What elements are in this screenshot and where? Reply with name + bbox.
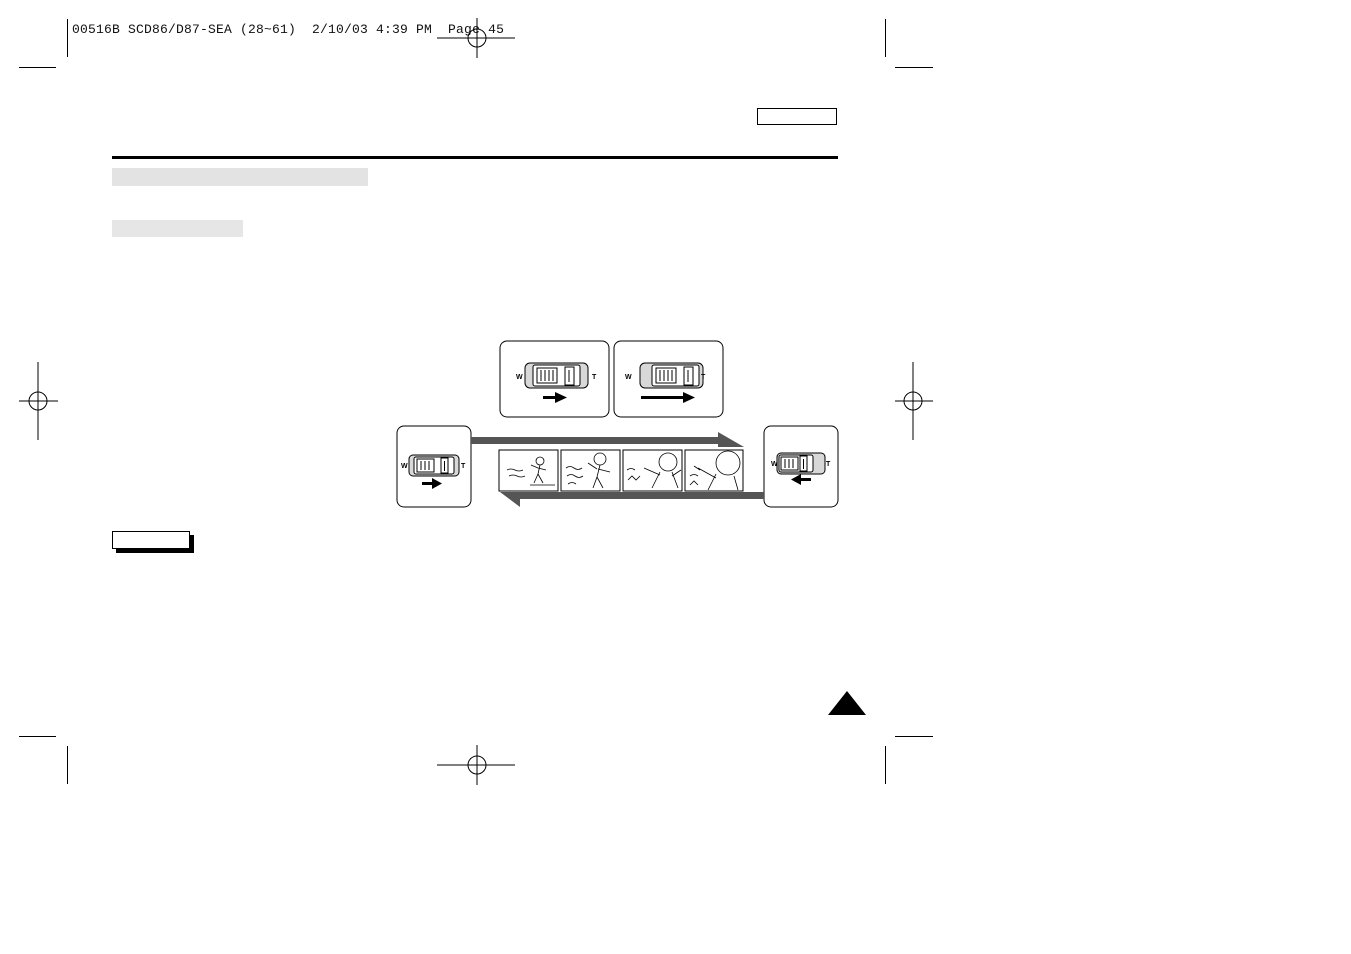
zoom-lever-icon [776, 452, 826, 475]
print-slug: 00516B SCD86/D87-SEA (28~61) 2/10/03 4:3… [72, 22, 505, 37]
tele-label: T [826, 461, 831, 468]
note-box [112, 531, 190, 549]
frame-wide [506, 456, 555, 486]
crop-mark [885, 746, 886, 784]
right-arrow-icon [641, 392, 695, 403]
crop-mark [885, 19, 886, 57]
zoom-out-band [500, 492, 764, 507]
zoom-lever-panel: W T [613, 340, 724, 418]
tele-label: T [701, 374, 706, 381]
zoom-lever-panel: W T [499, 340, 610, 418]
right-arrow-icon [422, 478, 442, 489]
subheading-band [112, 220, 243, 237]
wide-label: W [516, 374, 523, 381]
left-arrow-icon [791, 474, 811, 485]
frame-tele [689, 450, 741, 491]
crop-mark [895, 67, 933, 68]
zoom-lever-panel: W T [396, 425, 472, 508]
zoom-lever-icon [408, 454, 460, 477]
page-marker-triangle [828, 691, 866, 715]
crop-mark [19, 736, 56, 737]
zoom-in-band [471, 432, 744, 447]
registration-mark [437, 745, 515, 785]
frame-mid-wide [565, 452, 611, 489]
zoom-lever-icon [524, 362, 589, 389]
wide-label: W [625, 374, 632, 381]
tele-label: T [461, 463, 466, 470]
crop-mark [19, 67, 56, 68]
section-title-rule [112, 156, 838, 159]
crop-mark [67, 19, 68, 57]
wide-label: W [771, 461, 778, 468]
language-tab [757, 108, 837, 125]
registration-mark [19, 362, 58, 440]
wide-label: W [401, 463, 408, 470]
tele-label: T [592, 374, 597, 381]
zoom-lever-panel: W T [763, 425, 839, 508]
section-heading-band [112, 168, 368, 186]
crop-mark [895, 736, 933, 737]
frame-mid-tele [626, 452, 682, 489]
crop-mark [67, 746, 68, 784]
right-arrow-icon [543, 392, 567, 403]
registration-mark [437, 18, 515, 58]
registration-mark [895, 362, 933, 440]
zoom-frame-strip [498, 449, 744, 492]
zoom-lever-icon [639, 362, 704, 389]
